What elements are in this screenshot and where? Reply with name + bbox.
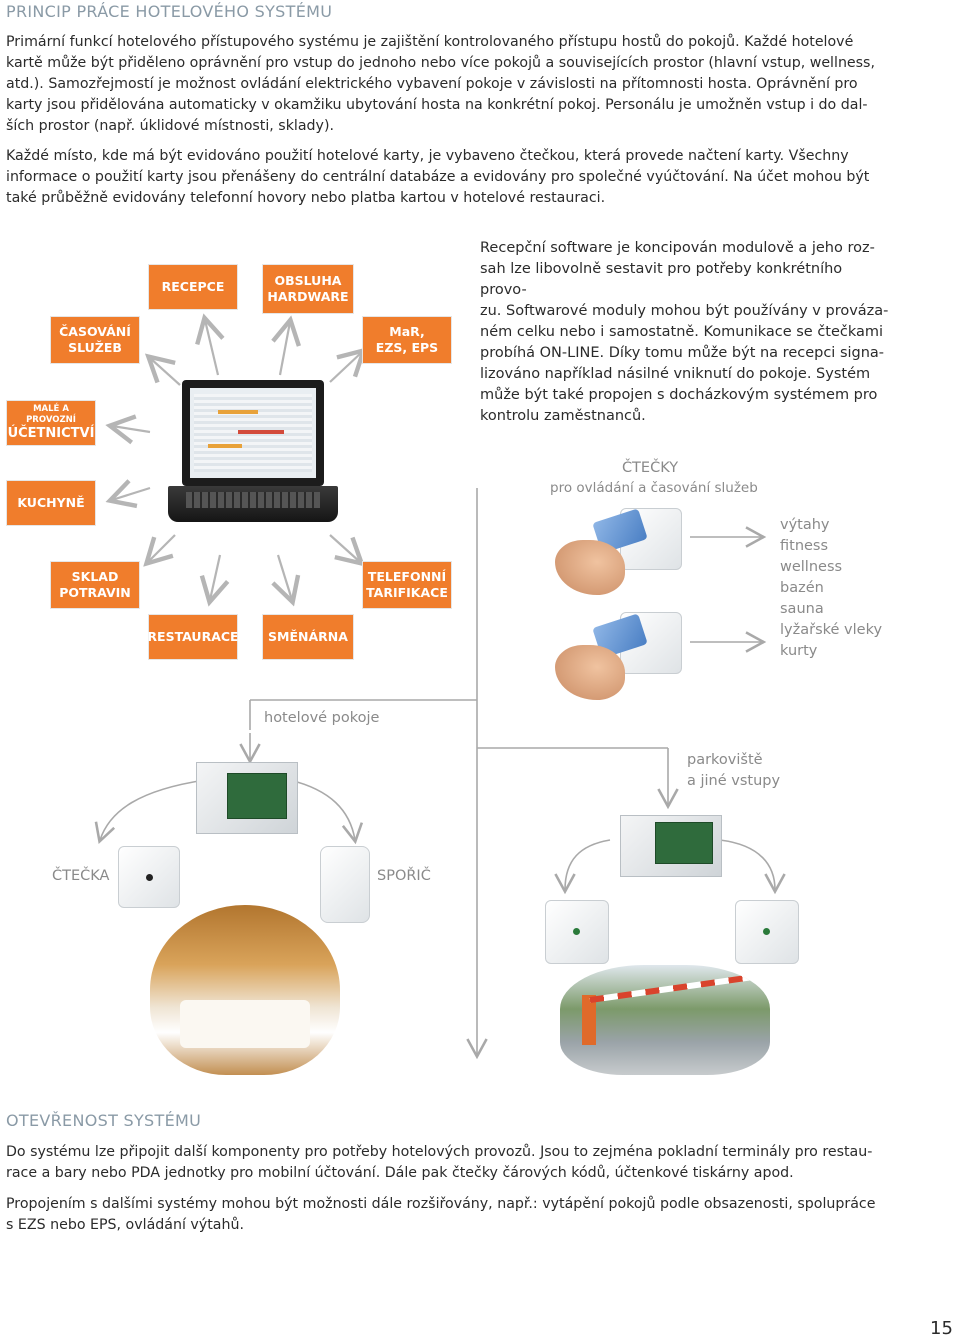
room-reader-image bbox=[118, 846, 180, 908]
service-item: wellness bbox=[780, 559, 843, 575]
service-item: výtahy bbox=[780, 517, 830, 533]
text-line: lizováno například násilné vniknutí do p… bbox=[480, 366, 871, 382]
principle-paragraph-1: Primární funkcí hotelového přístupového … bbox=[6, 32, 906, 137]
energy-saver-image bbox=[320, 846, 370, 923]
text-line: Do systému lze připojit další komponenty… bbox=[6, 1144, 873, 1160]
text-line: zu. Softwarové moduly mohou být používán… bbox=[480, 303, 889, 319]
parking-reader-image bbox=[735, 900, 799, 964]
service-item: fitness bbox=[780, 538, 829, 554]
module-ucetnictvi-label: ÚČETNICTVÍ bbox=[7, 426, 95, 441]
laptop-image bbox=[168, 380, 338, 535]
text-line: kartě může být přiděleno oprávnění pro v… bbox=[6, 55, 875, 71]
label-reader: ČTEČKA bbox=[52, 868, 110, 884]
text-line: race a bary nebo PDA jednotky pro mobiln… bbox=[6, 1165, 794, 1181]
label-parking: parkoviště a jiné vstupy bbox=[687, 750, 780, 792]
label-parking-line: a jiné vstupy bbox=[687, 773, 781, 789]
module-mar-ezs-eps: MaR, EZS, EPS bbox=[362, 316, 452, 364]
module-sklad-potravin: SKLAD POTRAVIN bbox=[50, 561, 140, 609]
module-smenarna: SMĚNÁRNA bbox=[262, 614, 354, 660]
room-controller-image bbox=[196, 762, 298, 834]
label-parking-line: parkoviště bbox=[687, 752, 763, 768]
parking-barrier-photo bbox=[560, 965, 770, 1075]
reader-led bbox=[763, 928, 770, 935]
hotel-room-photo bbox=[150, 905, 340, 1075]
openness-paragraph-1: Do systému lze připojit další komponenty… bbox=[6, 1142, 906, 1184]
text-line: sah lze libovolně sestavit pro potřeby k… bbox=[480, 261, 843, 298]
text-line: kontrolu zaměstnanců. bbox=[480, 408, 646, 424]
module-ucetnictvi: MALÉ A PROVOZNÍ ÚČETNICTVÍ bbox=[6, 400, 96, 446]
module-casovani-sluzeb: ČASOVÁNÍ SLUŽEB bbox=[50, 316, 140, 364]
reader-services-list: výtahy fitness wellness bazén sauna lyža… bbox=[780, 515, 882, 662]
section-title-principle: PRINCIP PRÁCE HOTELOVÉHO SYSTÉMU bbox=[6, 2, 333, 21]
readers-title: ČTEČKY bbox=[621, 460, 679, 476]
text-line: informace o použití karty jsou přenášeny… bbox=[6, 169, 870, 185]
text-line: ném celku nebo i samostatně. Komunikace … bbox=[480, 324, 884, 340]
service-item: lyžařské vleky bbox=[780, 622, 883, 638]
module-kuchyne: KUCHYNĚ bbox=[6, 480, 96, 526]
service-item: kurty bbox=[780, 643, 818, 659]
module-ucetnictvi-subtitle: MALÉ A PROVOZNÍ bbox=[26, 404, 76, 425]
module-telefonni-tarifikace: TELEFONNÍ TARIFIKACE bbox=[362, 561, 452, 609]
page-number: 15 bbox=[930, 1318, 953, 1339]
parking-controller-image bbox=[620, 815, 722, 877]
principle-paragraph-2: Každé místo, kde má být evidováno použit… bbox=[6, 146, 906, 209]
module-recepce: RECEPCE bbox=[148, 264, 238, 310]
label-hotel-rooms: hotelové pokoje bbox=[264, 710, 380, 726]
label-saver: SPOŘIČ bbox=[377, 868, 431, 884]
reader-led bbox=[146, 874, 153, 881]
text-line: Primární funkcí hotelového přístupového … bbox=[6, 34, 854, 50]
parking-reader-image bbox=[545, 900, 609, 964]
text-line: Každé místo, kde má být evidováno použit… bbox=[6, 148, 849, 164]
service-item: sauna bbox=[780, 601, 824, 617]
text-line: také průběžně evidovány telefonní hovory… bbox=[6, 190, 606, 206]
text-line: karty jsou přidělována automaticky v oka… bbox=[6, 97, 868, 113]
text-line: může být také propojen s docházkovým sys… bbox=[480, 387, 878, 403]
module-restaurace: RESTAURACE bbox=[147, 614, 239, 660]
service-item: bazén bbox=[780, 580, 824, 596]
openness-paragraph-2: Propojením s dalšími systémy mohou být m… bbox=[6, 1194, 906, 1236]
reader-led bbox=[573, 928, 580, 935]
module-obsluha-hardware: OBSLUHA HARDWARE bbox=[262, 264, 354, 314]
text-line: s EZS nebo EPS, ovládání výtahů. bbox=[6, 1217, 244, 1233]
text-line: Recepční software je koncipován modulově… bbox=[480, 240, 875, 256]
section-title-openness: OTEVŘENOST SYSTÉMU bbox=[6, 1111, 202, 1130]
reception-software-text: Recepční software je koncipován modulově… bbox=[480, 238, 890, 427]
readers-subtitle: pro ovládání a časování služeb bbox=[550, 480, 758, 496]
text-line: atd.). Samozřejmostí je možnost ovládání… bbox=[6, 76, 858, 92]
text-line: ších prostor (např. úklidové místnosti, … bbox=[6, 118, 335, 134]
text-line: probíhá ON-LINE. Díky tomu může být na r… bbox=[480, 345, 885, 361]
text-line: Propojením s dalšími systémy mohou být m… bbox=[6, 1196, 876, 1212]
